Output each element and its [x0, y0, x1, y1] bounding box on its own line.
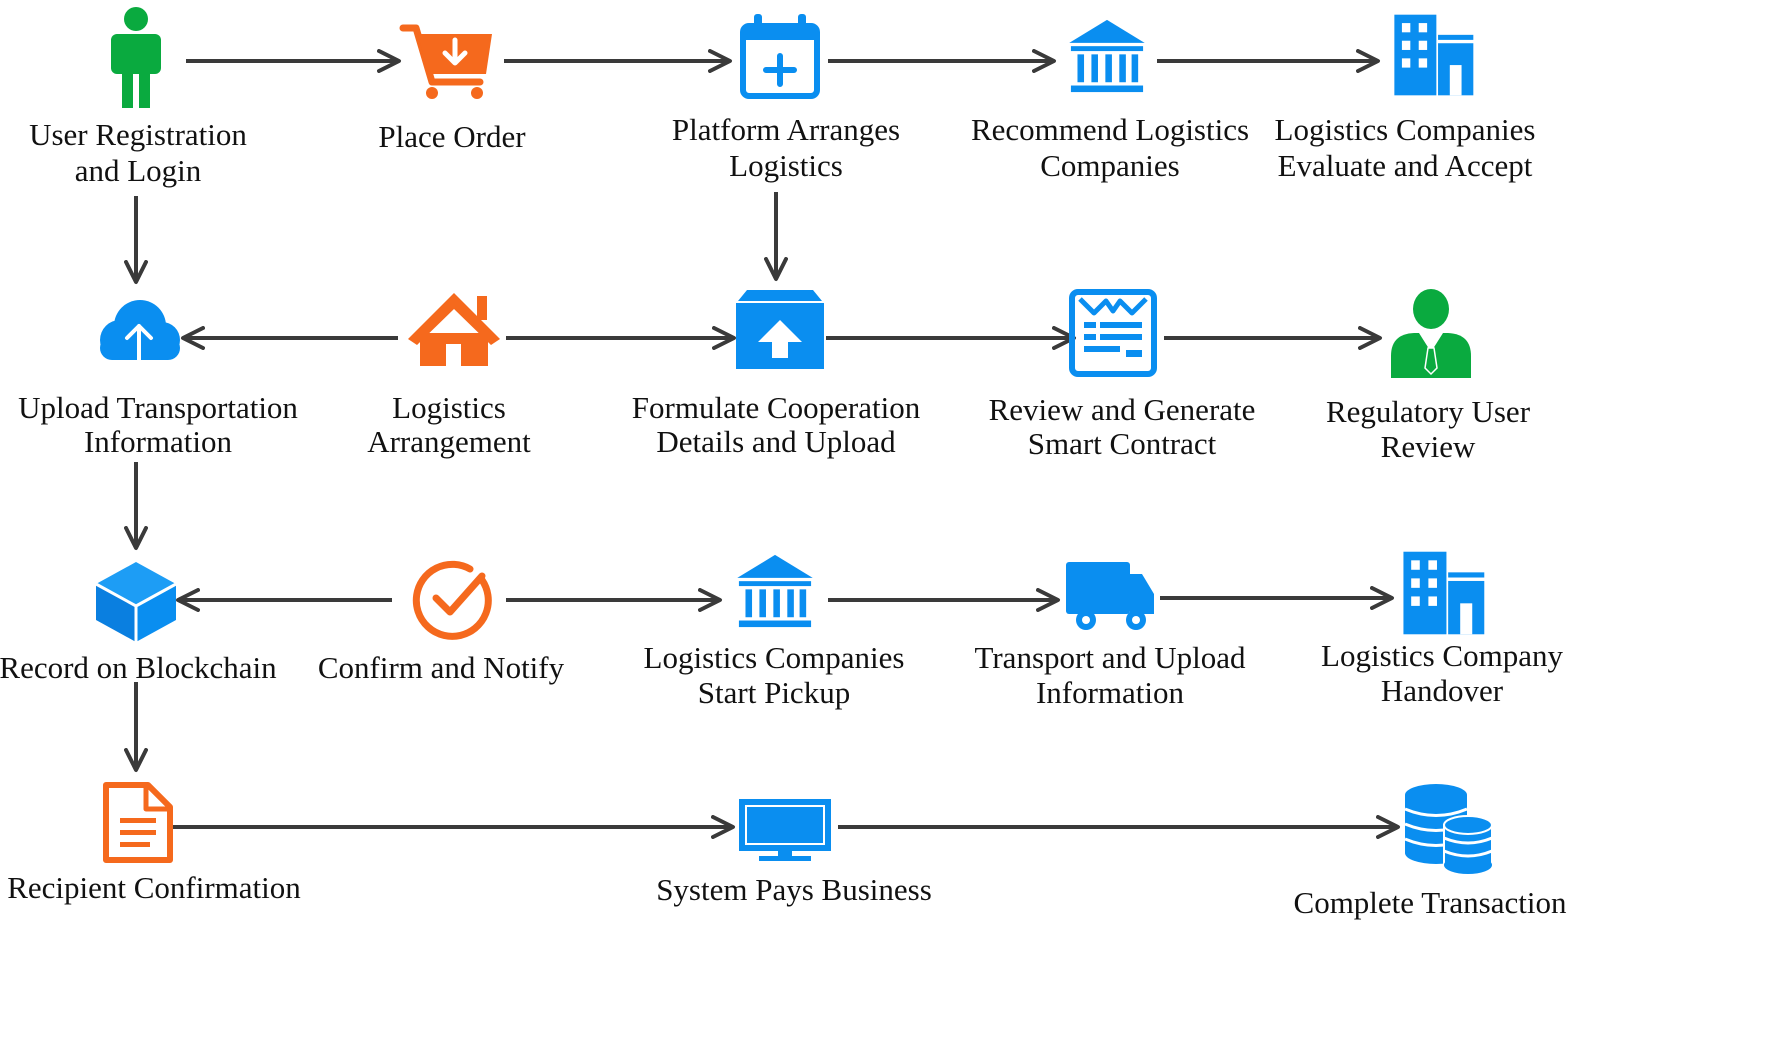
node-label-line: Recommend Logistics [971, 112, 1249, 147]
node-label-line: Logistics Companies [644, 640, 905, 675]
node-label-line: Information [84, 424, 233, 459]
node-label-line: Transport and Upload [975, 640, 1246, 675]
node-label-line: Handover [1381, 673, 1504, 708]
node-user-registration: User Registration and Login [29, 117, 247, 188]
node-label-line: Record on Blockchain [0, 650, 277, 685]
node-label-line: Logistics [392, 390, 506, 425]
node-system-pays: System Pays Business [656, 872, 932, 907]
node-label-line: Regulatory User [1326, 394, 1531, 429]
node-transport-upload: Transport and Upload Information [975, 640, 1246, 710]
node-label-line: Formulate Cooperation [632, 390, 921, 425]
node-label-line: Review and Generate [989, 392, 1256, 427]
node-record-blockchain: Record on Blockchain [0, 650, 277, 685]
monitor-icon [739, 799, 831, 861]
node-regulatory-review: Regulatory User Review [1326, 394, 1531, 464]
cube-icon [95, 562, 177, 642]
node-label-line: and Login [75, 153, 202, 188]
node-label-line: Logistics [729, 148, 843, 183]
calendar-plus-icon [740, 14, 820, 99]
node-label-line: Logistics Companies [1275, 112, 1536, 147]
node-complete-transaction: Complete Transaction [1294, 885, 1567, 920]
node-label-line: Platform Arranges [672, 112, 900, 147]
node-label-line: Logistics Company [1321, 638, 1563, 673]
person-icon [111, 7, 161, 108]
node-evaluate-accept: Logistics Companies Evaluate and Accept [1275, 112, 1536, 183]
node-label-line: Recipient Confirmation [7, 870, 301, 905]
office-buildings-icon [1403, 551, 1485, 635]
node-confirm-notify: Confirm and Notify [318, 650, 565, 685]
bank-icon [737, 554, 813, 628]
box-upload-icon [736, 290, 824, 369]
node-upload-transport: Upload Transportation Information [18, 390, 298, 459]
node-handover: Logistics Company Handover [1321, 638, 1563, 708]
office-buildings-icon [1394, 14, 1474, 96]
node-label-line: Evaluate and Accept [1278, 148, 1533, 183]
node-label-line: Details and Upload [656, 424, 896, 459]
node-label-line: Place Order [378, 119, 526, 154]
contract-form-icon [1069, 289, 1157, 377]
shopping-cart-icon [399, 24, 492, 99]
node-recommend-logistics: Recommend Logistics Companies [971, 112, 1249, 183]
connector-arrows [124, 49, 1400, 839]
node-label-line: User Registration [29, 117, 247, 152]
node-label-line: Review [1381, 429, 1476, 464]
node-label-line: Upload Transportation [18, 390, 298, 425]
house-icon [408, 293, 500, 366]
database-icon [1404, 784, 1493, 874]
node-label-line: Confirm and Notify [318, 650, 565, 685]
node-start-pickup: Logistics Companies Start Pickup [644, 640, 905, 710]
business-user-icon [1391, 289, 1471, 378]
node-platform-arranges: Platform Arranges Logistics [672, 112, 900, 183]
node-place-order: Place Order [378, 119, 526, 154]
node-smart-contract: Review and Generate Smart Contract [989, 392, 1256, 461]
node-logistics-arrangement: Logistics Arrangement [367, 390, 531, 459]
node-label-line: Arrangement [367, 424, 531, 459]
node-label-line: System Pays Business [656, 872, 932, 907]
document-icon [103, 782, 173, 863]
check-circle-icon [412, 560, 492, 640]
node-label-line: Smart Contract [1028, 426, 1217, 461]
node-label-line: Complete Transaction [1294, 885, 1567, 920]
node-label-line: Companies [1040, 148, 1180, 183]
node-label-line: Start Pickup [698, 675, 850, 710]
node-labels: User Registration and Login Place Order … [0, 112, 1567, 920]
truck-icon [1066, 562, 1154, 630]
cloud-upload-icon [100, 300, 180, 376]
node-formulate-cooperation: Formulate Cooperation Details and Upload [632, 390, 921, 459]
node-recipient-confirmation: Recipient Confirmation [7, 870, 301, 905]
node-label-line: Information [1036, 675, 1185, 710]
bank-icon [1069, 19, 1145, 93]
